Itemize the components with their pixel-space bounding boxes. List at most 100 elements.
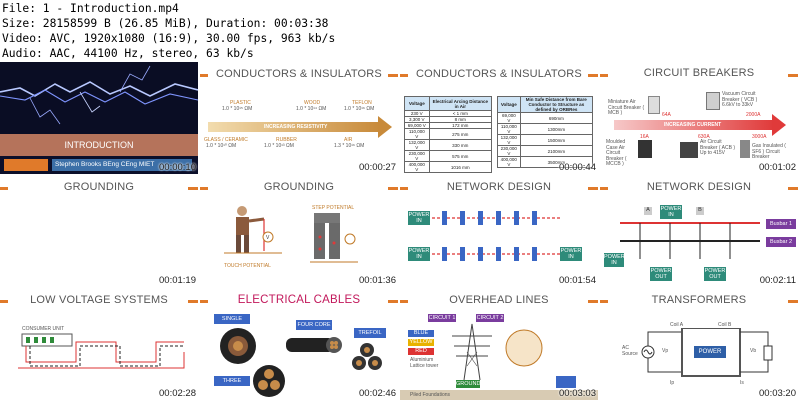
label-coil-b: Coil B <box>718 322 732 328</box>
thumbnail-grid: INTRODUCTION Stephen Brooks BEng CEng MI… <box>0 62 798 401</box>
slide-title: TRANSFORMERS <box>651 294 747 306</box>
timestamp: 00:02:11 <box>759 275 796 286</box>
label-16a: 16A <box>640 134 649 140</box>
label-2000a: 2000A <box>746 112 761 118</box>
label-ground: GROUND <box>456 380 481 388</box>
slide-title: GROUNDING <box>63 181 135 193</box>
table-cell: 69,000 V <box>404 122 430 129</box>
four-core-cable-icon <box>286 337 342 353</box>
switch-b: B <box>696 207 704 215</box>
label-yellow-phase: YELLOW Phase <box>408 339 434 352</box>
label-plastic: PLASTIC <box>230 100 251 106</box>
thumb-low-voltage[interactable]: LOW VOLTAGE SYSTEMS CONSUMER UNIT 00:02:… <box>0 288 198 400</box>
value-glass: 1.0 * 10¹⁰ ΩM <box>206 143 237 149</box>
accent-stripe <box>788 300 798 303</box>
label-64a: 64A <box>662 112 671 118</box>
slide-title: NETWORK DESIGN <box>646 181 752 193</box>
timestamp: 00:00:10 <box>159 162 196 173</box>
thumb-network-design-1[interactable]: NETWORK DESIGN POWER IN POWER IN POWER I… <box>400 175 598 287</box>
arrow-head-icon <box>772 114 786 136</box>
label-ip: Ip <box>670 380 675 386</box>
power-in-box: POWER IN <box>604 253 625 267</box>
transformer-diagram-icon <box>641 328 773 377</box>
mcb-image <box>648 96 660 114</box>
label-rubber: RUBBER <box>276 137 297 143</box>
lightning-background <box>0 62 198 174</box>
lightning-icon <box>0 62 198 134</box>
table-header: Voltage <box>497 96 521 113</box>
accent-stripe <box>788 74 798 77</box>
power-in-box: POWER IN <box>408 211 430 225</box>
thumb-network-design-2[interactable]: NETWORK DESIGN POWER IN POWER IN A B Bus… <box>600 175 798 287</box>
label-circuit-1: CIRCUIT 1 <box>428 314 456 322</box>
timestamp: 00:00:27 <box>359 162 396 173</box>
timestamp: 00:01:19 <box>159 275 196 286</box>
thumb-grounding-1[interactable]: GROUNDING 00:01:19 <box>0 175 198 287</box>
thumb-grounding-2[interactable]: GROUNDING V STEP POTENTIAL TOUCH POTENTI… <box>200 175 398 287</box>
value-plastic: 1.0 * 10¹⁵ ΩM <box>222 106 253 112</box>
accent-stripe <box>0 187 8 190</box>
truck-icon <box>556 376 576 388</box>
thumb-introduction[interactable]: INTRODUCTION Stephen Brooks BEng CEng MI… <box>0 62 198 174</box>
table-cell: 230,000 V <box>404 150 430 162</box>
accent-stripe <box>200 74 208 77</box>
timestamp: 00:02:28 <box>159 388 196 399</box>
thumb-conductors-resistivity[interactable]: CONDUCTORS & INSULATORS PLASTIC 1.0 * 10… <box>200 62 398 174</box>
orange-accent <box>4 159 48 171</box>
thumb-electrical-cables[interactable]: ELECTRICAL CABLES SINGLE CORE FOUR CORE … <box>200 288 398 400</box>
label-mccb: Moulded Case Air Circuit Breaker ( MCCB … <box>606 139 627 167</box>
label-vcb: Vacuum Circuit Breaker ( VCB ) 6.6kV to … <box>722 91 758 108</box>
power-in-box: POWER IN <box>660 205 682 219</box>
wiring-diagram-icon <box>18 333 185 369</box>
timestamp: 00:01:36 <box>359 275 396 286</box>
label-three-core: THREE CORE <box>214 376 250 394</box>
value-wood: 1.0 * 10¹⁴ ΩM <box>296 106 327 112</box>
accent-stripe <box>200 187 208 190</box>
file-name: File: 1 - Introduction.mp4 <box>2 2 179 15</box>
zoom-circle-icon <box>505 329 543 367</box>
table-header: Min Safe Distance from Bare Conductor to… <box>519 96 594 113</box>
label-630a: 630A <box>698 134 710 140</box>
value-rubber: 1.0 * 10¹³ ΩM <box>264 143 294 149</box>
label-increasing-current: INCREASING CURRENT <box>664 122 722 128</box>
label-is: Is <box>740 380 744 386</box>
table-cell: 330 mm <box>428 139 493 151</box>
label-four-core: FOUR CORE <box>296 320 332 330</box>
slide-title: CIRCUIT BREAKERS <box>643 67 755 79</box>
person-touch-icon: V <box>224 206 282 254</box>
slide-title: NETWORK DESIGN <box>446 181 552 193</box>
intro-subtitle: Stephen Brooks BEng CEng MIET <box>52 159 192 171</box>
label-single-core: SINGLE CORE <box>214 314 250 332</box>
accent-stripe <box>600 187 608 190</box>
table-cell: 1500mm <box>519 134 594 146</box>
voltmeter-label: V <box>266 235 270 241</box>
current-arrow <box>614 120 774 130</box>
switch-a: A <box>644 207 652 215</box>
thumb-circuit-breakers[interactable]: CIRCUIT BREAKERS Miniature Air Circuit B… <box>600 62 798 174</box>
label-red-phase: RED Phase <box>408 348 434 361</box>
accent-stripe <box>400 74 408 77</box>
timestamp: 00:03:20 <box>759 388 796 399</box>
label-blue-phase: BLUE Phase <box>408 330 434 343</box>
accent-stripe <box>788 187 798 190</box>
thumb-transformers[interactable]: TRANSFORMERS Coil A Coil B AC Source POW… <box>600 288 798 400</box>
label-ac-source: AC Source <box>622 345 638 357</box>
trefoil-cable-icon <box>352 343 382 370</box>
thumb-overhead-lines[interactable]: OVERHEAD LINES CIRCUIT 1 CIRCUIT 2 BLUE … <box>400 288 598 400</box>
table-cell: 230,000 V <box>497 145 521 157</box>
accent-stripe <box>200 300 208 303</box>
acb-image <box>680 142 698 158</box>
file-info-header: File: 1 - Introduction.mp4 Size: 2815859… <box>0 0 798 62</box>
value-teflon: 1.0 * 10¹⁶ ΩM <box>344 106 375 112</box>
table-cell: 1016 mm <box>428 161 493 173</box>
label-air: AIR <box>344 137 353 143</box>
label-power: POWER <box>694 346 726 358</box>
table-cell: 132,000 V <box>404 139 430 151</box>
accent-stripe <box>0 300 8 303</box>
accent-stripe <box>188 187 198 190</box>
label-vp: Vp <box>662 348 669 354</box>
legs-step-icon <box>310 213 358 263</box>
